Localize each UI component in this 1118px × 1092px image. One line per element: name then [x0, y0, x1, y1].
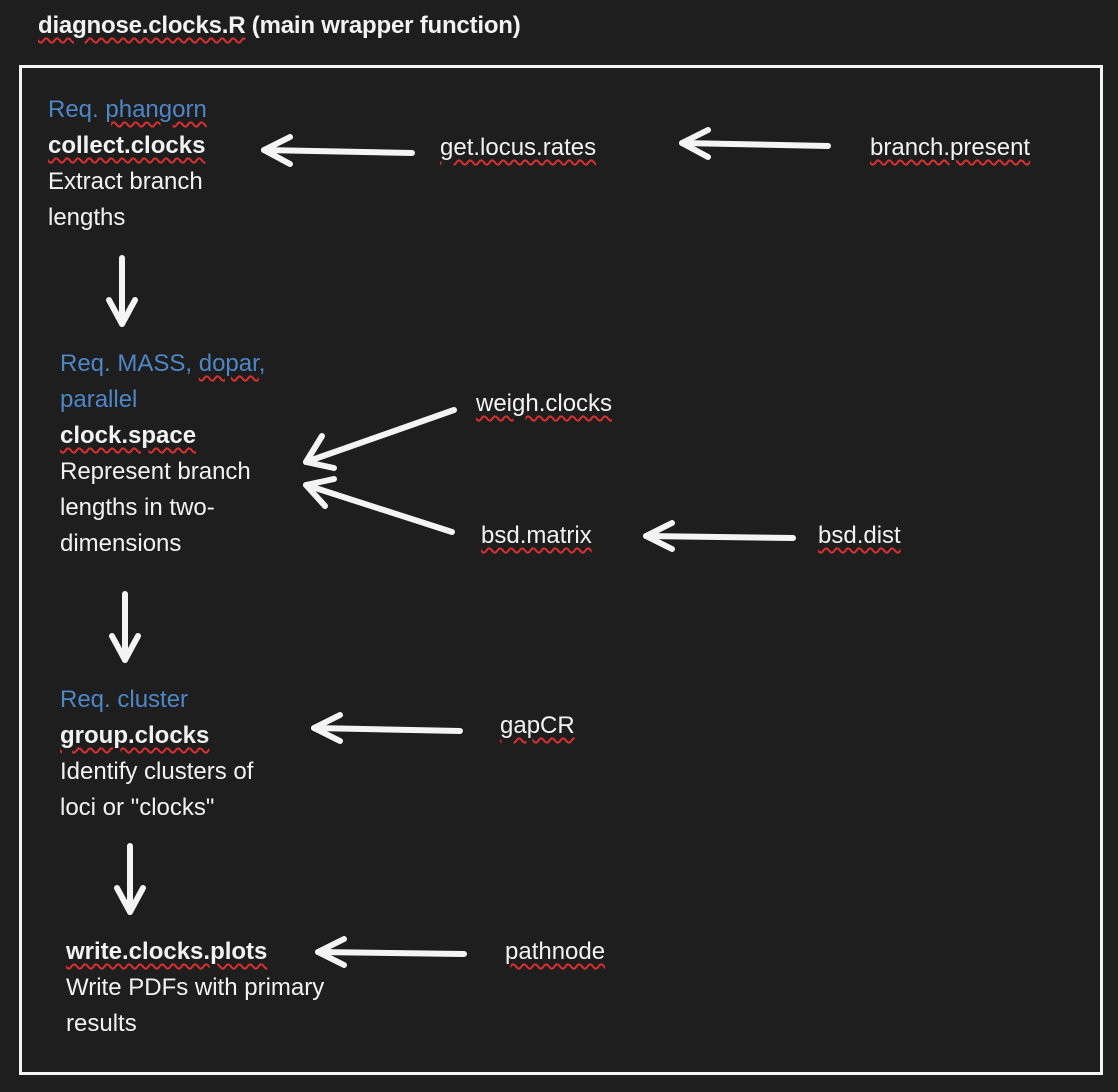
node-group-clocks: Req. cluster group.clocks Identify clust…: [60, 682, 253, 826]
description-collect-clocks-1: Extract branch: [48, 168, 203, 195]
helper-pathnode: pathnode: [505, 938, 606, 965]
helper-branch-present: branch.present: [870, 134, 1031, 161]
description-group-clocks-2: loci or "clocks": [60, 794, 215, 821]
function-name-clock-space: clock.space: [60, 422, 197, 449]
description-clock-space-3: dimensions: [60, 530, 182, 557]
requirement-clock-space-2: parallel: [60, 386, 138, 413]
requirement-comma: ,: [258, 350, 266, 377]
requirement-collect-clocks: Req. phangorn: [48, 92, 207, 128]
requirement-package: phangorn: [105, 96, 207, 123]
description-collect-clocks-2: lengths: [48, 204, 126, 231]
description-write-clocks-plots-1: Write PDFs with primary: [66, 974, 325, 1001]
description-group-clocks-1: Identify clusters of: [60, 758, 254, 785]
description-clock-space-2: lengths in two-: [60, 494, 215, 521]
helper-weigh-clocks: weigh.clocks: [476, 390, 613, 417]
requirement-clock-space-1: Req. MASS, dopar,: [60, 346, 265, 382]
node-collect-clocks: Req. phangorn collect.clocks Extract bra…: [48, 92, 207, 236]
node-clock-space: Req. MASS, dopar, parallel clock.space R…: [60, 346, 265, 562]
requirement-text: Req. MASS,: [60, 350, 199, 377]
function-name-write-clocks-plots: write.clocks.plots: [66, 938, 268, 965]
function-name-group-clocks: group.clocks: [60, 722, 210, 749]
helper-bsd-dist: bsd.dist: [818, 522, 901, 549]
requirement-prefix: Req.: [48, 96, 106, 123]
requirement-package: dopar: [198, 350, 259, 377]
title-suffix: (main wrapper function): [245, 12, 521, 39]
title-filename: diagnose.clocks.R: [38, 12, 246, 39]
description-clock-space-1: Represent branch: [60, 458, 251, 485]
helper-bsd-matrix: bsd.matrix: [481, 522, 592, 549]
node-write-clocks-plots: write.clocks.plots Write PDFs with prima…: [66, 934, 324, 1042]
helper-get-locus-rates: get.locus.rates: [440, 134, 597, 161]
requirement-group-clocks: Req. cluster: [60, 686, 189, 713]
wrapper-frame: [19, 65, 1103, 1075]
helper-gapcr: gapCR: [500, 712, 575, 739]
diagram-title: diagnose.clocks.R (main wrapper function…: [38, 12, 521, 40]
function-name-collect-clocks: collect.clocks: [48, 132, 206, 159]
description-write-clocks-plots-2: results: [66, 1010, 137, 1037]
